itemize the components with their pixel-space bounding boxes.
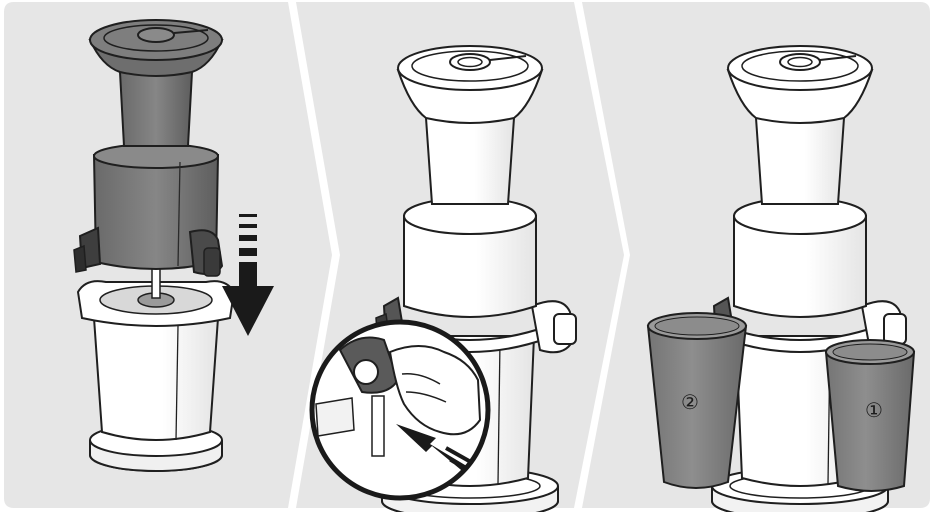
step-3-panel: ② ① — [582, 2, 930, 512]
step-1-panel — [4, 2, 332, 508]
pulp-cup-icon: ② — [648, 313, 746, 488]
step-2-panel — [296, 2, 624, 512]
juice-cup-label: ① — [865, 398, 883, 422]
magnifier-inset-icon — [310, 320, 490, 500]
juice-cup-icon: ① — [826, 340, 914, 491]
pulp-cup-label: ② — [681, 390, 699, 414]
